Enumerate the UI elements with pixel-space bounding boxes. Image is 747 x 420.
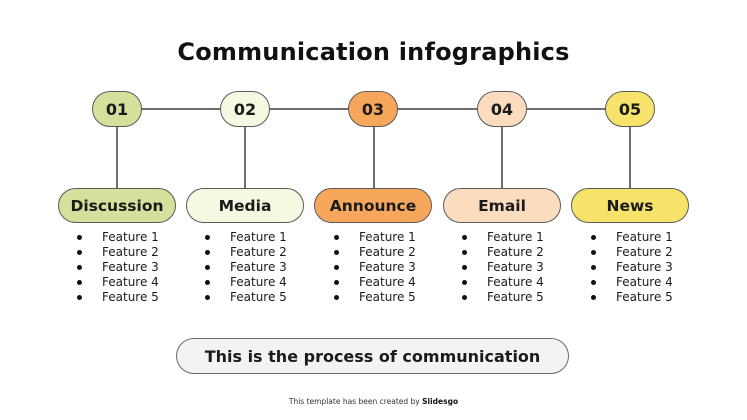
step-2-feature-list: Feature 1 Feature 2 Feature 3 Feature 4 … <box>204 230 287 305</box>
list-item: Feature 1 <box>590 230 673 245</box>
bullet-icon <box>77 250 82 255</box>
bullet-icon <box>462 265 467 270</box>
step-1-label: Discussion <box>58 188 176 223</box>
step-1-number-badge: 01 <box>92 91 142 127</box>
step-5-number-badge: 05 <box>605 91 655 127</box>
bullet-icon <box>334 265 339 270</box>
list-item: Feature 1 <box>204 230 287 245</box>
step-2-label: Media <box>186 188 304 223</box>
step-5-feature-list: Feature 1 Feature 2 Feature 3 Feature 4 … <box>590 230 673 305</box>
step-4-connector <box>501 120 503 190</box>
list-item: Feature 1 <box>461 230 544 245</box>
list-item: Feature 4 <box>461 275 544 290</box>
step-1-feature-list: Feature 1 Feature 2 Feature 3 Feature 4 … <box>76 230 159 305</box>
bullet-icon <box>77 265 82 270</box>
list-item: Feature 3 <box>590 260 673 275</box>
bullet-icon <box>591 250 596 255</box>
list-item: Feature 2 <box>76 245 159 260</box>
bullet-icon <box>462 250 467 255</box>
list-item: Feature 4 <box>333 275 416 290</box>
step-5-connector <box>629 120 631 190</box>
step-4-label: Email <box>443 188 561 223</box>
list-item: Feature 2 <box>204 245 287 260</box>
list-item: Feature 1 <box>76 230 159 245</box>
bullet-icon <box>205 280 210 285</box>
bullet-icon <box>205 235 210 240</box>
list-item: Feature 5 <box>76 290 159 305</box>
bullet-icon <box>334 280 339 285</box>
list-item: Feature 4 <box>76 275 159 290</box>
step-3-label: Announce <box>314 188 432 223</box>
list-item: Feature 2 <box>590 245 673 260</box>
step-1-connector <box>116 120 118 190</box>
list-item: Feature 3 <box>333 260 416 275</box>
bullet-icon <box>77 280 82 285</box>
bullet-icon <box>205 295 210 300</box>
step-4-feature-list: Feature 1 Feature 2 Feature 3 Feature 4 … <box>461 230 544 305</box>
list-item: Feature 3 <box>204 260 287 275</box>
template-credit: This template has been created by Slides… <box>288 397 459 406</box>
bullet-icon <box>591 280 596 285</box>
bullet-icon <box>205 265 210 270</box>
bullet-icon <box>334 295 339 300</box>
list-item: Feature 3 <box>76 260 159 275</box>
bullet-icon <box>462 235 467 240</box>
list-item: Feature 4 <box>590 275 673 290</box>
bullet-icon <box>591 265 596 270</box>
step-2-connector <box>244 120 246 190</box>
step-2-number-badge: 02 <box>220 91 270 127</box>
list-item: Feature 3 <box>461 260 544 275</box>
bullet-icon <box>334 235 339 240</box>
step-3-feature-list: Feature 1 Feature 2 Feature 3 Feature 4 … <box>333 230 416 305</box>
bullet-icon <box>77 235 82 240</box>
list-item: Feature 5 <box>204 290 287 305</box>
bullet-icon <box>591 235 596 240</box>
list-item: Feature 2 <box>333 245 416 260</box>
bullet-icon <box>77 295 82 300</box>
list-item: Feature 5 <box>461 290 544 305</box>
step-3-number-badge: 03 <box>348 91 398 127</box>
list-item: Feature 2 <box>461 245 544 260</box>
list-item: Feature 5 <box>333 290 416 305</box>
bullet-icon <box>591 295 596 300</box>
bullet-icon <box>462 295 467 300</box>
list-item: Feature 4 <box>204 275 287 290</box>
process-summary-pill: This is the process of communication <box>176 338 569 374</box>
bullet-icon <box>205 250 210 255</box>
step-4-number-badge: 04 <box>477 91 527 127</box>
bullet-icon <box>334 250 339 255</box>
bullet-icon <box>462 280 467 285</box>
step-5-label: News <box>571 188 689 223</box>
step-3-connector <box>373 120 375 190</box>
brand-name: Slidesgo <box>422 397 459 406</box>
list-item: Feature 1 <box>333 230 416 245</box>
list-item: Feature 5 <box>590 290 673 305</box>
page-title: Communication infographics <box>177 38 570 66</box>
